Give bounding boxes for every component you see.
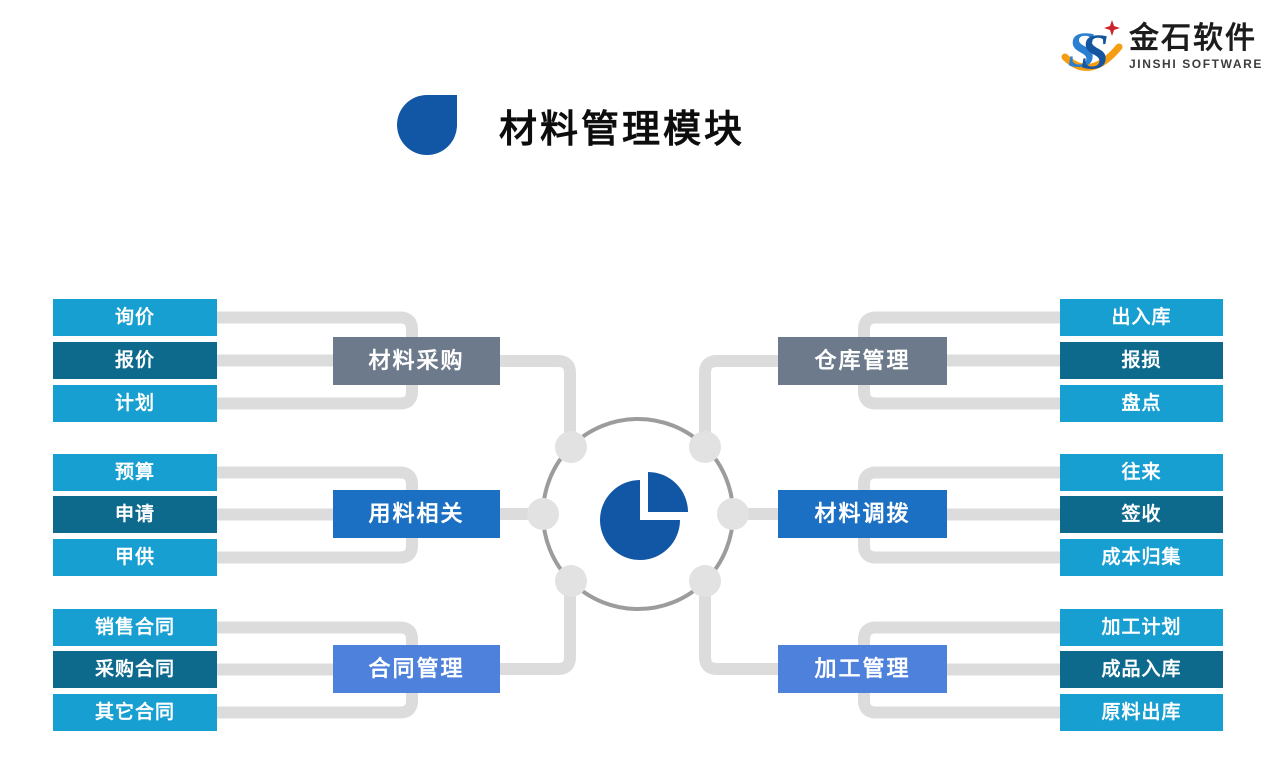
item-box-in-out-warehouse: 出入库 — [1060, 299, 1223, 336]
logo-company-subtitle: JINSHI SOFTWARE — [1128, 56, 1263, 71]
item-box-inquiry: 询价 — [53, 299, 217, 336]
item-box-application: 申请 — [53, 496, 217, 533]
title-row: 材料管理模块 — [397, 95, 745, 155]
item-box-damage-report: 报损 — [1060, 342, 1223, 379]
item-box-other-contract: 其它合同 — [53, 694, 217, 731]
item-box-sign-receipt: 签收 — [1060, 496, 1223, 533]
item-box-quotation: 报价 — [53, 342, 217, 379]
logo: S S 金石软件 JINSHI SOFTWARE — [1060, 14, 1263, 78]
group-label-material-transfer: 材料调拨 — [778, 490, 947, 538]
logo-company-name: 金石软件 — [1128, 21, 1257, 55]
hub-circle — [527, 417, 749, 611]
item-box-purchase-contract: 采购合同 — [53, 651, 217, 688]
group-label-contract-management: 合同管理 — [333, 645, 500, 693]
group-label-material-purchase: 材料采购 — [333, 337, 500, 385]
item-box-processing-plan: 加工计划 — [1060, 609, 1223, 646]
item-box-plan: 计划 — [53, 385, 217, 422]
pie-chart-icon — [600, 472, 688, 560]
item-box-cost-collection: 成本归集 — [1060, 539, 1223, 576]
title-droplet-icon — [397, 95, 457, 155]
item-box-sales-contract: 销售合同 — [53, 609, 217, 646]
hub-connector-nodes — [527, 431, 749, 597]
page-title: 材料管理模块 — [499, 108, 746, 151]
group-label-material-usage: 用料相关 — [333, 490, 500, 538]
logo-text: 金石软件 JINSHI SOFTWARE — [1129, 22, 1263, 71]
item-box-owner-supplied: 甲供 — [53, 539, 217, 576]
jinshi-logo-icon: S S — [1061, 20, 1123, 78]
item-box-budget: 预算 — [53, 454, 217, 491]
item-box-stocktake: 盘点 — [1060, 385, 1223, 422]
group-label-processing-management: 加工管理 — [778, 645, 947, 693]
item-box-raw-material-out: 原料出库 — [1060, 694, 1223, 731]
svg-text:S: S — [1068, 21, 1096, 77]
svg-text:S: S — [1081, 23, 1109, 78]
item-box-transactions: 往来 — [1060, 454, 1223, 491]
item-box-finished-goods-in: 成品入库 — [1060, 651, 1223, 688]
group-label-warehouse-management: 仓库管理 — [778, 337, 947, 385]
